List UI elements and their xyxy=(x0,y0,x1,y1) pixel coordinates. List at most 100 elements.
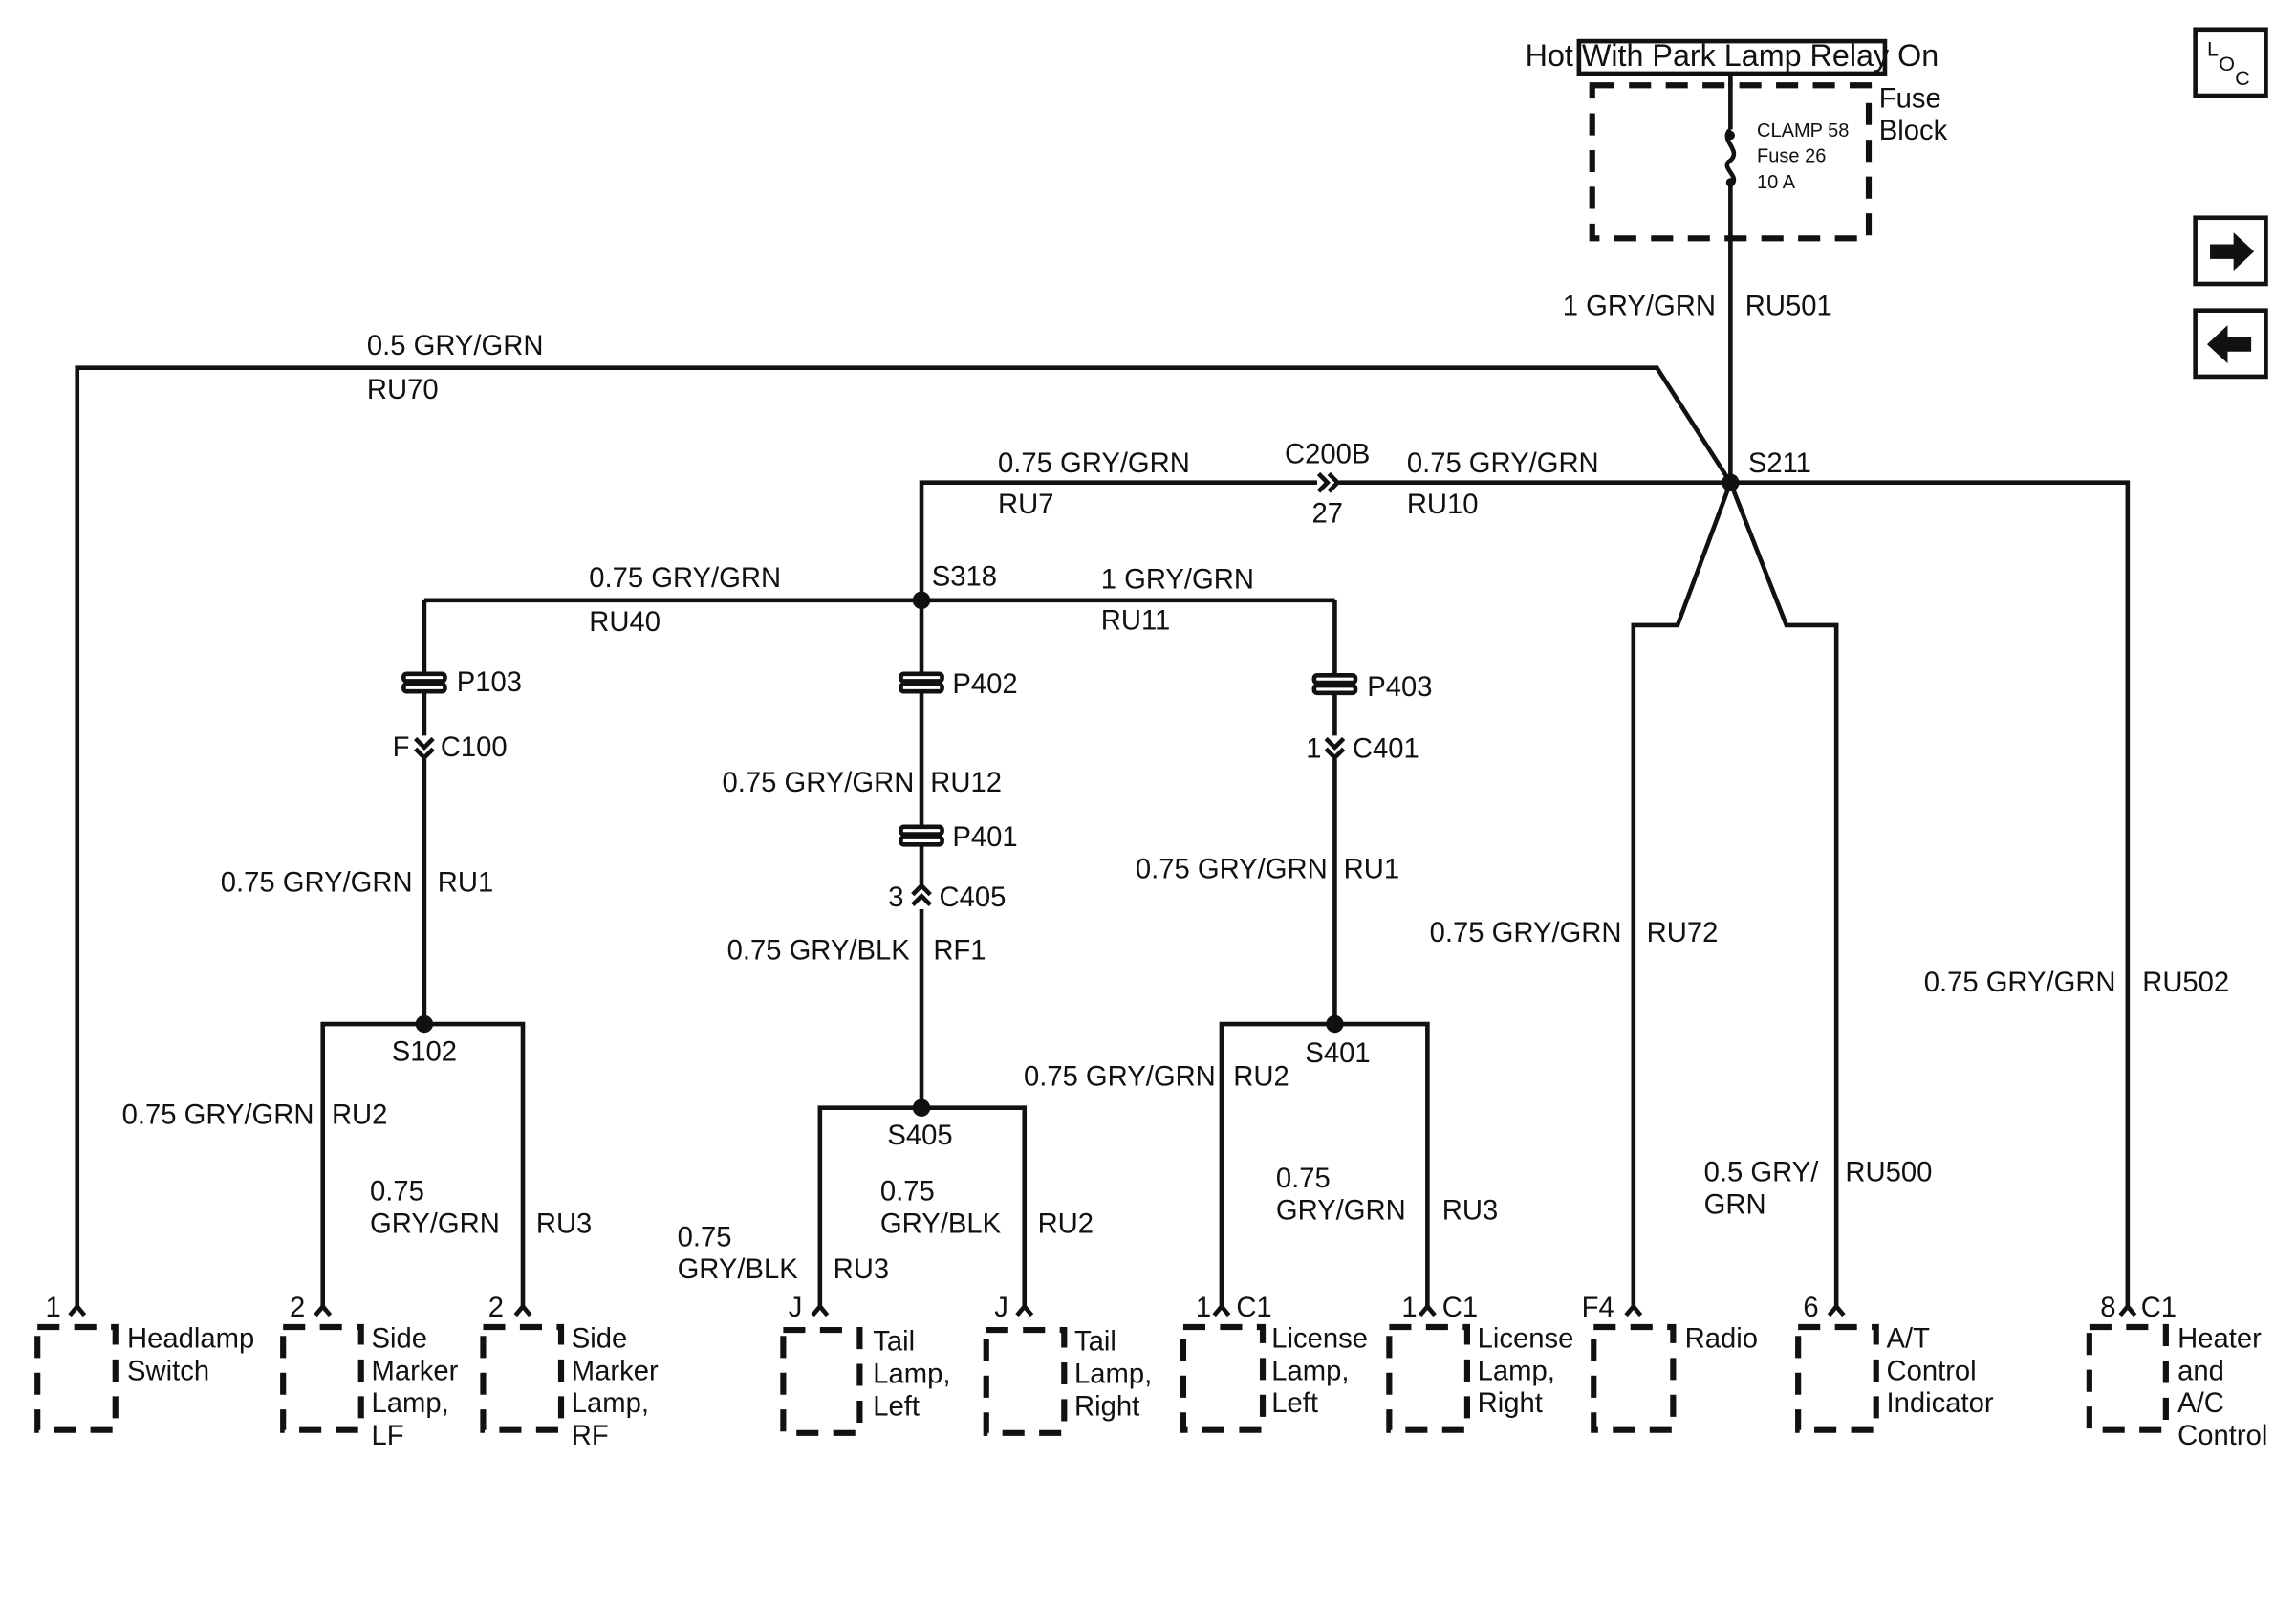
wire-s405-ru3-gauge-1: 0.75 xyxy=(678,1222,732,1252)
wire-s102-ru3-gauge-1: 0.75 xyxy=(370,1177,424,1208)
wire-s405-ru2-gauge-2: GRY/BLK xyxy=(880,1209,1002,1240)
splice-s102-dot xyxy=(415,1014,434,1034)
loc-label-l: L xyxy=(2207,37,2219,60)
supply-label: Hot With Park Lamp Relay On xyxy=(1526,38,1939,73)
pin-arrow-headlamp xyxy=(68,1302,87,1317)
wire-ru1-right-circuit: RU1 xyxy=(1344,855,1399,885)
pin-label-tail-left: J xyxy=(789,1293,803,1323)
connector-p403-label: P403 xyxy=(1367,672,1432,703)
component-name-labels: Headlamp Switch Side Marker Lamp, LF Sid… xyxy=(127,1324,2269,1452)
wire-ru11-gauge: 1 GRY/GRN xyxy=(1101,565,1254,596)
wire-ru502-gauge: 0.75 GRY/GRN xyxy=(1924,968,2116,998)
component-box-headlamp-switch xyxy=(34,1323,119,1433)
connector-c100-symbol xyxy=(414,736,435,761)
component-tail-lamp-right-name: Tail Lamp, Right xyxy=(1074,1327,1159,1423)
fuse-block-label-1: Fuse xyxy=(1879,83,1941,114)
wire-s102-ru2-circuit: RU2 xyxy=(332,1100,387,1131)
wire-ru7-gauge: 0.75 GRY/GRN xyxy=(998,448,1190,479)
pin-arrow-radio xyxy=(1624,1302,1643,1317)
splice-s318-label: S318 xyxy=(932,561,997,592)
wire-rf1-circuit: RF1 xyxy=(933,935,986,966)
connector-c401-pin: 1 xyxy=(1306,733,1321,764)
pin-label-at-control: 6 xyxy=(1803,1293,1818,1323)
wire-ru500-circuit: RU500 xyxy=(1845,1158,1932,1188)
pin-label-license-right: 1 xyxy=(1401,1293,1417,1323)
pin-arrow-license-right xyxy=(1418,1302,1437,1317)
wire-ru502 xyxy=(1730,480,2131,1307)
component-box-tail-lamp-left xyxy=(780,1327,863,1436)
wire-ru7-circuit: RU7 xyxy=(998,490,1053,520)
wire-ru1-right-gauge: 0.75 GRY/GRN xyxy=(1136,855,1328,885)
component-heater-ac-control-name: Heater and A/C Control xyxy=(2177,1324,2269,1452)
pin-arrow-side-marker-rf xyxy=(513,1302,532,1317)
wire-ru502-circuit: RU502 xyxy=(2142,968,2229,998)
connector-c405-symbol xyxy=(911,882,932,907)
component-side-marker-lf-name: Side Marker Lamp, LF xyxy=(372,1324,466,1452)
pin-label-headlamp: 1 xyxy=(46,1293,61,1323)
wire-s405-ru3-circuit: RU3 xyxy=(834,1254,889,1285)
pin-arrow-tail-right xyxy=(1015,1302,1034,1317)
component-headlamp-switch-name: Headlamp Switch xyxy=(127,1324,262,1387)
connector-p402-label: P402 xyxy=(952,669,1017,700)
wire-s401-ru3-gauge-2: GRY/GRN xyxy=(1276,1196,1406,1227)
pin-arrow-license-left xyxy=(1212,1302,1231,1317)
wire-ru70-gauge: 0.5 GRY/GRN xyxy=(367,331,544,361)
wire-ru500-gauge-1: 0.5 GRY/ xyxy=(1704,1158,1820,1188)
component-box-tail-lamp-right xyxy=(983,1327,1068,1436)
splice-s401-label: S401 xyxy=(1305,1038,1370,1069)
wire-ru72-gauge: 0.75 GRY/GRN xyxy=(1430,918,1622,948)
component-box-side-marker-lf xyxy=(280,1323,364,1433)
pin-label-side-marker-lf: 2 xyxy=(290,1293,305,1323)
connector-p402-symbol xyxy=(899,671,944,694)
fuse-info-line-1: CLAMP 58 xyxy=(1757,120,1849,142)
wire-feed-main-circuit: RU501 xyxy=(1745,291,1832,321)
wire-feed-main-gauge: 1 GRY/GRN xyxy=(1563,291,1716,321)
wire-s405-ru3-gauge-2: GRY/BLK xyxy=(678,1254,799,1285)
component-symbols xyxy=(34,1302,2169,1436)
wire-s102-ru3-gauge-2: GRY/GRN xyxy=(370,1209,500,1240)
connector-c100-pin: F xyxy=(393,732,410,763)
conn-label-heater: C1 xyxy=(2141,1293,2177,1323)
splice-s405-dot xyxy=(912,1099,931,1117)
pin-label-radio: F4 xyxy=(1582,1293,1614,1323)
fuse-block-label-2: Block xyxy=(1879,116,1948,146)
arrow-right-icon xyxy=(2210,232,2255,272)
wire-ru72 xyxy=(1631,481,1733,1307)
splice-s318-dot xyxy=(912,591,931,610)
wire-s401-ru3-gauge-1: 0.75 xyxy=(1276,1164,1331,1194)
splice-s102-label: S102 xyxy=(392,1036,457,1067)
conn-label-license-left: C1 xyxy=(1236,1293,1271,1323)
arrow-left-icon xyxy=(2206,325,2252,364)
splice-s211-dot xyxy=(1722,473,1740,491)
wire-ru500 xyxy=(1728,481,1839,1307)
loc-button[interactable]: L O C xyxy=(2193,27,2268,98)
connector-c405-pin: 3 xyxy=(888,882,903,913)
pin-arrow-tail-left xyxy=(811,1302,830,1317)
splice-labels: S211 S318 S102 S405 S401 xyxy=(392,448,1811,1151)
wire-ru70 xyxy=(75,365,1733,1307)
pin-label-tail-right: J xyxy=(994,1293,1008,1323)
component-box-radio xyxy=(1591,1323,1677,1433)
inline-connectors xyxy=(401,471,1358,907)
pin-label-license-left: 1 xyxy=(1196,1293,1211,1323)
connector-c401-symbol xyxy=(1324,736,1346,761)
fuse-terminal-bottom xyxy=(1725,178,1735,187)
wire-ru70-circuit: RU70 xyxy=(367,375,439,405)
component-license-lamp-right-name: License Lamp, Right xyxy=(1478,1324,1582,1420)
pin-arrow-at-control xyxy=(1827,1302,1846,1317)
connector-p401-symbol xyxy=(899,824,944,847)
splice-s211-label: S211 xyxy=(1748,448,1811,479)
supply-label-box xyxy=(1576,38,1888,76)
next-page-button[interactable] xyxy=(2193,215,2268,287)
loc-label-o: O xyxy=(2219,53,2235,76)
connector-p401-label: P401 xyxy=(952,822,1017,853)
fuse-block-box xyxy=(1589,82,1873,242)
component-side-marker-rf-name: Side Marker Lamp, RF xyxy=(572,1324,666,1452)
wire-ru10-circuit: RU10 xyxy=(1407,490,1479,520)
wire-labels: 1 GRY/GRN RU501 0.5 GRY/GRN RU70 0.75 GR… xyxy=(122,291,2230,1285)
component-box-at-control-indicator xyxy=(1795,1323,1879,1433)
connector-labels: C200B 27 P103 P402 P401 P403 F C100 3 C4… xyxy=(393,440,1433,913)
prev-page-button[interactable] xyxy=(2193,308,2268,380)
wire-rf1-gauge: 0.75 GRY/BLK xyxy=(727,935,911,966)
connector-p103-label: P103 xyxy=(457,667,522,698)
